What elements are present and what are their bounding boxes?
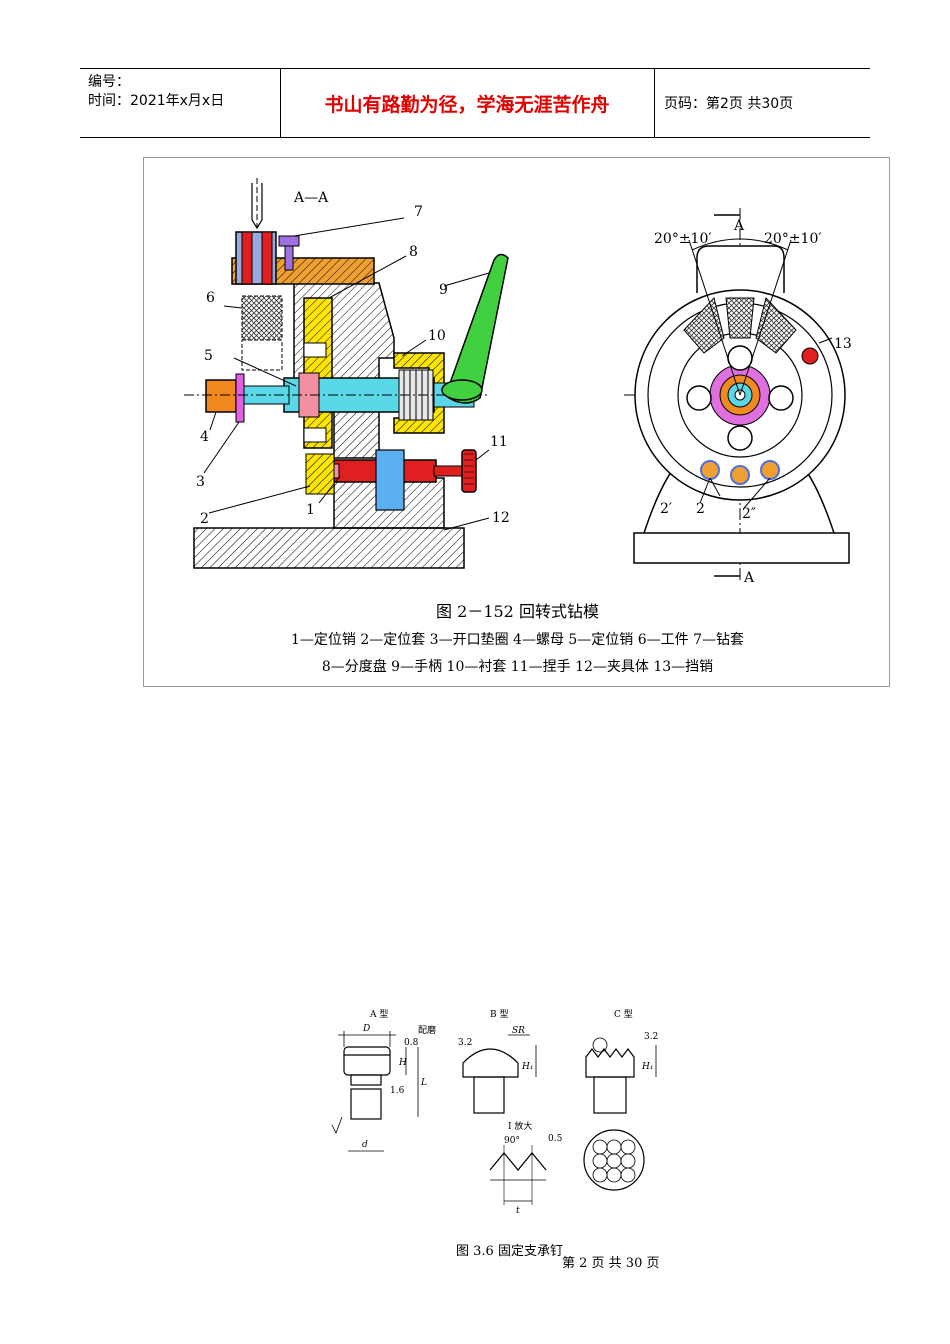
label-7: 7	[414, 204, 423, 220]
label-1: 1	[306, 502, 315, 518]
roughness-0-8: 0.8	[404, 1038, 419, 1048]
header-number: 编号：	[88, 74, 130, 90]
end-view	[624, 208, 850, 583]
roughness-3-2-b: 3.2	[458, 1038, 472, 1048]
label-10: 10	[428, 328, 446, 344]
figure-rotary-drill-jig: A—A 7 8 9 6 5 10 4 3 11 2 1 12	[143, 157, 890, 687]
dim-l: L	[420, 1078, 427, 1088]
label-2-center: 2	[696, 501, 705, 517]
label-11: 11	[490, 434, 508, 450]
angle-label-left: 20°±10′	[654, 231, 712, 247]
figure1-legend-line2: 8—分度盘 9—手柄 10—衬套 11—捏手 12—夹具体 13—挡销	[321, 659, 714, 675]
dim-0-5: 0.5	[548, 1134, 563, 1144]
type-a-label: A 型	[369, 1009, 388, 1020]
label-2: 2	[200, 511, 209, 527]
dim-sr: SR	[512, 1026, 525, 1036]
label-2-prime: 2′	[660, 501, 672, 517]
type-c-label: C 型	[614, 1009, 633, 1020]
dim-h1-b: H₁	[521, 1062, 533, 1072]
label-3: 3	[196, 474, 205, 490]
figure1-caption: 图 2－152 回转式钻模	[436, 602, 599, 621]
header-motto: 书山有路勤为径，学海无涯苦作舟	[324, 93, 610, 116]
label-5: 5	[204, 348, 213, 364]
header-time: 时间：2021年x月x日	[88, 93, 225, 109]
header-divider-left	[280, 69, 281, 137]
dim-h: H	[398, 1058, 407, 1068]
type-b-label: B 型	[490, 1009, 508, 1020]
label-12: 12	[492, 510, 510, 526]
figure1-legend-line1: 1—定位销 2—定位套 3—开口垫圈 4—螺母 5—定位销 6—工件 7—钻套	[290, 632, 745, 648]
label-8: 8	[409, 244, 418, 260]
figure2-caption: 图 3.6 固定支承钉	[456, 1244, 563, 1259]
detail-label: I 放大	[508, 1120, 532, 1132]
dim-h1-c: H₁	[641, 1062, 653, 1072]
support-pin-drawing: A 型 D d H L 0.8 配磨 1.6 B 型	[331, 1009, 658, 1216]
dim-d-lower: d	[362, 1140, 368, 1150]
dim-d-upper: D	[362, 1024, 370, 1034]
page-footer: 第 2 页 共 30 页	[562, 1256, 660, 1271]
header-meta: 编号： 时间：2021年x月x日	[88, 73, 224, 111]
view-label-a-top: A	[733, 218, 745, 234]
roughness-3-2-c: 3.2	[644, 1032, 658, 1042]
view-label-a-bottom: A	[743, 570, 755, 586]
fit-note: 配磨	[418, 1025, 436, 1036]
header-divider-right	[654, 69, 655, 137]
label-2-double-prime: 2″	[742, 506, 756, 522]
drill-jig-drawing: A—A 7 8 9 6 5 10 4 3 11 2 1 12	[184, 178, 852, 586]
label-6: 6	[206, 290, 215, 306]
label-4: 4	[200, 429, 209, 445]
page-header: 编号： 时间：2021年x月x日 书山有路勤为径，学海无涯苦作舟 页码：第2页 …	[80, 68, 870, 138]
section-label: A—A	[293, 190, 329, 206]
section-view	[184, 178, 509, 569]
label-9: 9	[439, 282, 448, 298]
header-page-info: 页码：第2页 共30页	[664, 96, 794, 112]
label-13: 13	[834, 336, 852, 352]
angle-90: 90°	[504, 1136, 520, 1146]
angle-label-right: 20°±10′	[764, 231, 822, 247]
figure-fixed-support-pin: A 型 D d H L 0.8 配磨 1.6 B 型	[318, 1005, 688, 1227]
dim-t: t	[516, 1206, 520, 1216]
roughness-1-6: 1.6	[390, 1086, 405, 1096]
